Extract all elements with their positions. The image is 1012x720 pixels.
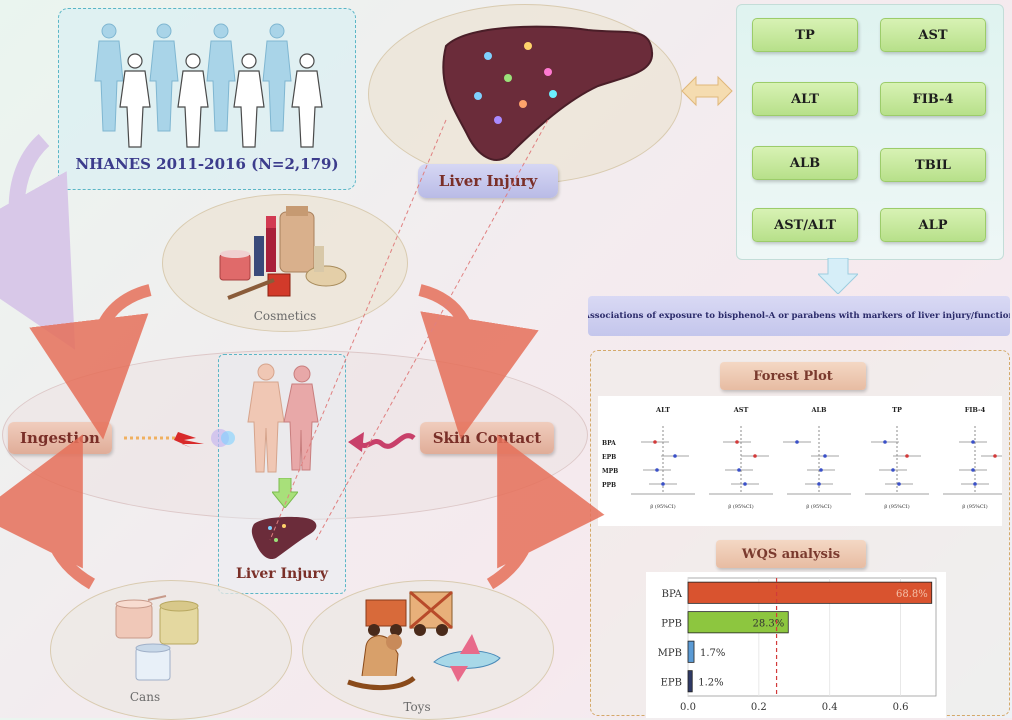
wqs-x-tick: 0.6: [893, 702, 909, 713]
marker-tp: TP: [752, 18, 858, 52]
forest-point: [905, 454, 909, 458]
marker-ast-alt: AST/ALT: [752, 208, 858, 242]
forest-point: [737, 468, 741, 472]
toys-to-skin-arrow: [486, 434, 605, 590]
forest-point: [897, 482, 901, 486]
people-silhouettes: [94, 23, 323, 148]
liver-image-small: [251, 516, 317, 560]
wqs-x-tick: 0.4: [822, 702, 838, 713]
wqs-bar: [687, 640, 695, 663]
forest-point: [673, 454, 677, 458]
ingestion-spark: [124, 429, 235, 448]
forest-point: [883, 440, 887, 444]
double-arrow: [681, 75, 733, 107]
skin-contact-arrow: [348, 432, 416, 452]
forest-x-label: β (95%CI): [650, 503, 675, 510]
marker-alp: ALP: [880, 208, 986, 242]
wqs-value-label: 1.7%: [700, 648, 725, 659]
toys-label: Toys: [403, 700, 431, 714]
wqs-value-label: 28.3%: [752, 618, 784, 629]
forest-x-label: β (95%CI): [962, 503, 987, 510]
human-bodies: [247, 363, 319, 473]
toys-image: [347, 590, 501, 691]
forest-point: [735, 440, 739, 444]
forest-point: [891, 468, 895, 472]
cans-label: Cans: [129, 690, 161, 704]
population-label: NHANES 2011-2016 (N=2,179): [75, 155, 339, 173]
wqs-x-tick: 0.2: [751, 702, 767, 713]
cosmetics-label: Cosmetics: [253, 309, 317, 323]
cans-image: [115, 595, 199, 681]
cosmetics-image: [219, 206, 347, 300]
forest-point: [653, 440, 657, 444]
wqs-category-label: BPA: [662, 589, 683, 600]
marker-tbil: TBIL: [880, 148, 986, 182]
forest-row-label: MPB: [602, 468, 618, 475]
forest-point: [971, 440, 975, 444]
cans-to-ingestion-arrow: [0, 434, 96, 590]
forest-plot: BPA EPB MPB PPB ALT β (95%CI) AST β (95%CI) ALB β…: [598, 396, 1002, 526]
wqs-category-label: EPB: [661, 677, 682, 688]
wqs-value-label: 68.8%: [896, 589, 928, 600]
forest-plot-title: Forest Plot: [720, 362, 866, 390]
marker-ast: AST: [880, 18, 986, 52]
population-panel: NHANES 2011-2016 (N=2,179): [58, 8, 356, 190]
forest-point: [817, 482, 821, 486]
forest-panel-title: TP: [892, 406, 902, 414]
ingestion-label: Ingestion: [8, 422, 112, 454]
wqs-bar: [687, 581, 933, 604]
wqs-chart: 0.0 0.2 0.4 0.6 BPA 68.8% PPB 28.3% MPB 1.7% EPB 1.…: [646, 572, 946, 718]
forest-point: [823, 454, 827, 458]
forest-point: [655, 468, 659, 472]
marker-fib4: FIB-4: [880, 82, 986, 116]
green-down-arrow: [272, 478, 298, 508]
forest-panel-title: ALT: [655, 406, 670, 414]
marker-alt: ALT: [752, 82, 858, 116]
marker-alb: ALB: [752, 146, 858, 180]
liver-image-top: [442, 25, 654, 161]
forest-point: [753, 454, 757, 458]
forest-point: [795, 440, 799, 444]
forest-x-label: β (95%CI): [884, 503, 909, 510]
forest-x-label: β (95%CI): [806, 503, 831, 510]
forest-x-label: β (95%CI): [728, 503, 753, 510]
forest-point: [819, 468, 823, 472]
liver-injury-center-label: Liver Injury: [236, 566, 328, 582]
forest-panel-title: FIB-4: [965, 406, 986, 414]
wqs-x-tick: 0.0: [680, 702, 696, 713]
liver-injury-top-label: Liver Injury: [418, 164, 558, 198]
forest-row-label: BPA: [602, 440, 616, 447]
population-to-exposure-arrow: [0, 134, 76, 350]
forest-point: [971, 468, 975, 472]
forest-row-label: EPB: [602, 454, 616, 461]
forest-panel-title: ALB: [810, 406, 827, 414]
forest-point: [993, 454, 997, 458]
forest-point: [661, 482, 665, 486]
wqs-title: WQS analysis: [716, 540, 866, 568]
association-title: Associations of exposure to bisphenol-A …: [588, 296, 1010, 336]
wqs-bar: [687, 670, 693, 693]
wqs-bar: [687, 611, 789, 634]
forest-row-label: PPB: [602, 482, 616, 489]
wqs-category-label: PPB: [661, 618, 682, 629]
wqs-value-label: 1.2%: [698, 677, 723, 688]
wqs-category-label: MPB: [658, 648, 682, 659]
down-arrow: [818, 258, 858, 294]
forest-point: [743, 482, 747, 486]
forest-point: [973, 482, 977, 486]
skin-contact-label: Skin Contact: [420, 422, 554, 454]
forest-panel-title: AST: [733, 406, 749, 414]
